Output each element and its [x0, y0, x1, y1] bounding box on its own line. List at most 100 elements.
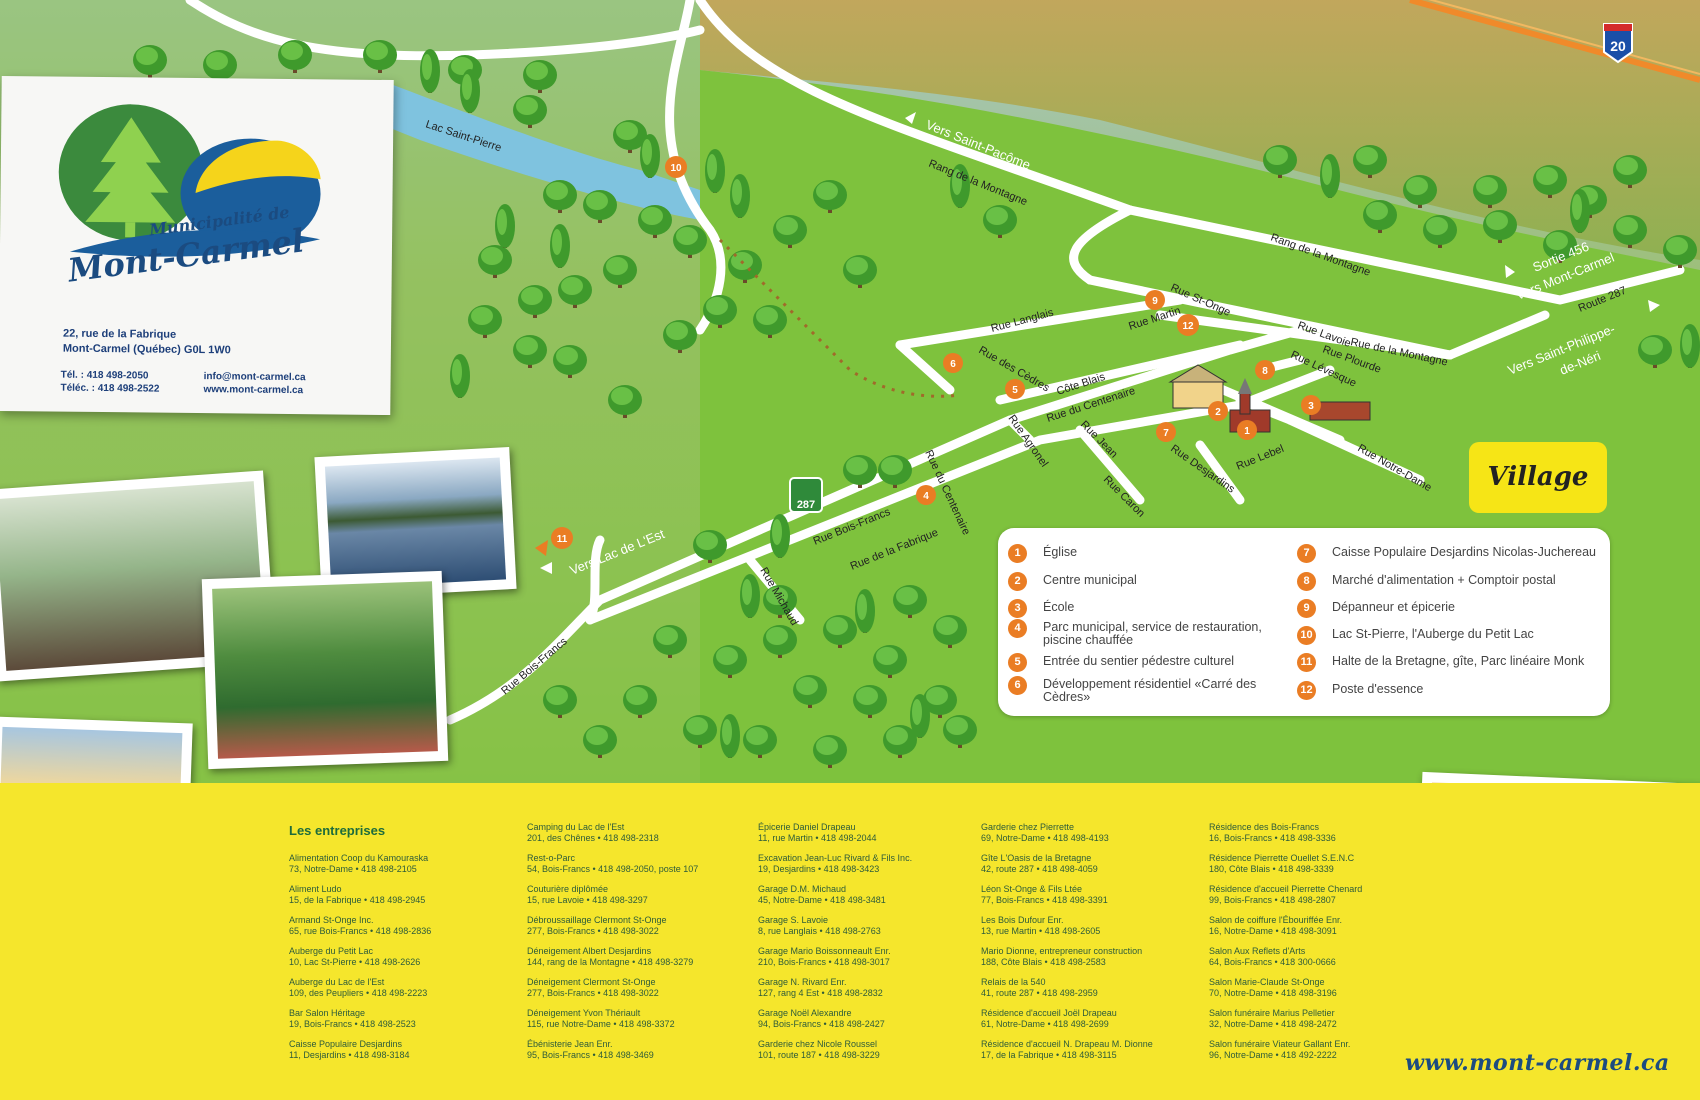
arrow-sortie-icon — [1505, 265, 1515, 278]
route-287-shield: 287 — [789, 477, 823, 513]
business-entry: Excavation Jean-Luc Rivard & Fils Inc.19… — [758, 853, 913, 874]
contact-block: info@mont-carmel.ca www.mont-carmel.ca — [203, 370, 305, 397]
footer-url[interactable]: www.mont-carmel.ca — [1405, 1050, 1670, 1076]
photo-welcome-sign — [201, 570, 449, 770]
business-heading: Les entreprises — [289, 823, 386, 838]
business-entry: Garage Mario Boissonneault Enr.210, Bois… — [758, 946, 891, 967]
map-pin-3[interactable]: 3 — [1301, 395, 1321, 415]
map-pin-7[interactable]: 7 — [1156, 422, 1176, 442]
map-pin-2[interactable]: 2 — [1208, 401, 1228, 421]
municipality-logo: Municipalité de Mont-Carmel — [58, 104, 321, 290]
highway-20-shield: 20 — [1603, 23, 1633, 64]
svg-text:5: 5 — [1012, 385, 1018, 396]
fax: Téléc. : 418 498-2522 — [60, 382, 160, 395]
map-pin-6[interactable]: 6 — [943, 353, 963, 373]
address-block: 22, rue de la Fabrique Mont-Carmel (Québ… — [63, 327, 231, 359]
arrow-lac-est-icon — [540, 562, 552, 574]
address-line1: 22, rue de la Fabrique — [63, 327, 177, 341]
map-pin-12[interactable]: 12 — [1177, 314, 1199, 336]
arrow-saint-philippe-icon — [1648, 300, 1660, 312]
business-entry: Salon funéraire Viateur Gallant Enr.96, … — [1209, 1039, 1351, 1060]
svg-text:3: 3 — [1308, 401, 1314, 412]
map-pin-10[interactable]: 10 — [665, 156, 687, 178]
email-link[interactable]: info@mont-carmel.ca — [203, 371, 306, 384]
phone: Tél. : 418 498-2050 — [60, 369, 149, 382]
svg-text:10: 10 — [670, 163, 682, 174]
svg-text:1: 1 — [1244, 426, 1250, 437]
svg-text:4: 4 — [923, 491, 929, 502]
svg-text:11: 11 — [557, 534, 568, 545]
svg-text:20: 20 — [1610, 38, 1626, 54]
map-pin-8[interactable]: 8 — [1255, 360, 1275, 380]
map-pin-5[interactable]: 5 — [1005, 379, 1025, 399]
address-line2: Mont-Carmel (Québec) G0L 1W0 — [62, 342, 231, 357]
logo-card: Municipalité de Mont-Carmel 22, rue de l… — [0, 75, 394, 416]
map-pin-4[interactable]: 4 — [916, 485, 936, 505]
village-badge: Village — [1469, 442, 1607, 513]
business-entry: Garage N. Rivard Enr.127, rang 4 Est • 4… — [758, 977, 883, 998]
svg-text:8: 8 — [1262, 366, 1268, 377]
arrow-saint-pacome-icon — [905, 112, 916, 124]
map-pin-11[interactable]: 11 — [551, 527, 573, 549]
business-entry: Armand St-Onge Inc.65, rue Bois-Francs •… — [289, 915, 432, 936]
business-directory-band — [0, 783, 1700, 1100]
svg-text:2: 2 — [1215, 407, 1221, 418]
map-pin-9[interactable]: 9 — [1145, 290, 1165, 310]
business-entry: Résidence d'accueil N. Drapeau M. Dionne… — [981, 1039, 1153, 1060]
svg-text:287: 287 — [797, 499, 815, 511]
svg-text:9: 9 — [1152, 296, 1158, 307]
phone-block: Tél. : 418 498-2050 Téléc. : 418 498-252… — [60, 369, 159, 396]
business-entry: Les Bois Dufour Enr.13, rue Martin • 418… — [981, 915, 1101, 936]
map-pin-1[interactable]: 1 — [1237, 420, 1257, 440]
business-entry: Salon de coiffure l'Ébouriffée Enr.16, N… — [1209, 915, 1342, 936]
web-link[interactable]: www.mont-carmel.ca — [203, 384, 304, 397]
arrow-halte-icon — [535, 540, 548, 556]
